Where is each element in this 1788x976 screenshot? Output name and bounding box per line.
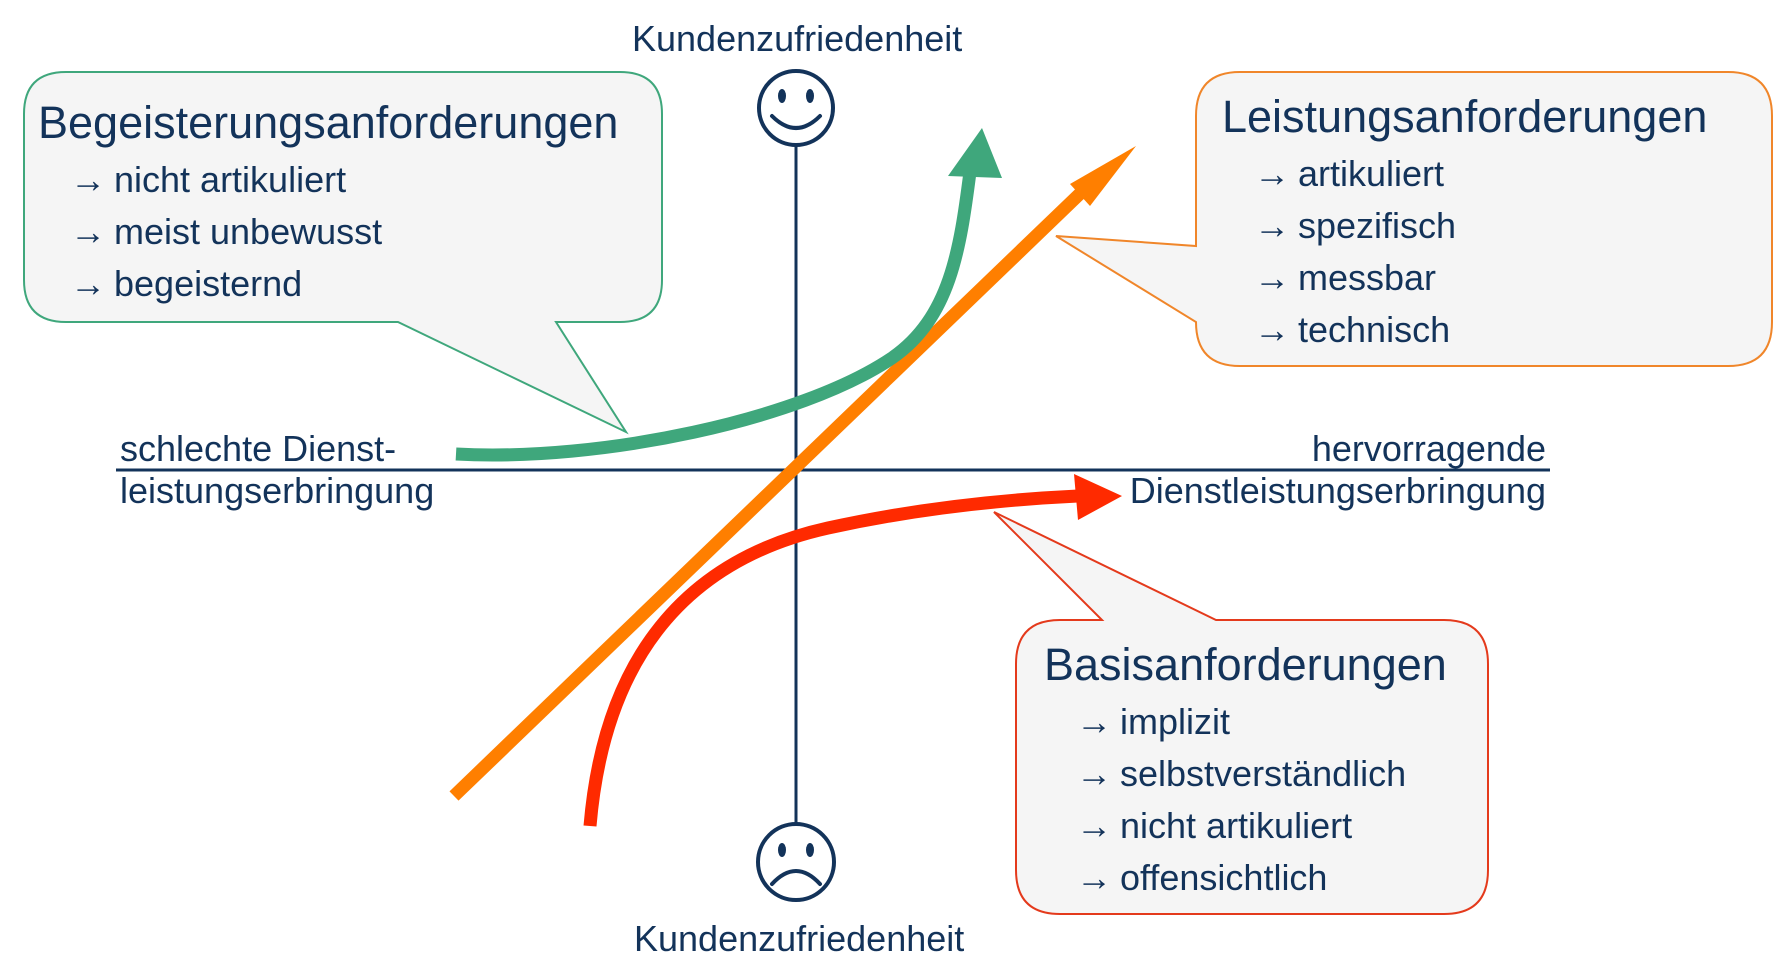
list-item: →nicht artikuliert (1076, 800, 1406, 852)
basis-curve (583, 474, 1122, 827)
arrow-right-icon: → (1076, 805, 1112, 846)
callout-begeisterung-box (23, 71, 663, 435)
x-axis-left-label-line1: schlechte Dienst- (120, 428, 397, 469)
callout-leistung-title: Leistungsanforderungen (1222, 91, 1708, 142)
list-item: →offensichtlich (1076, 852, 1406, 904)
callout-basis-list: →implizit →selbstverständlich →nicht art… (1076, 696, 1406, 904)
begeisterung-curve (455, 128, 1002, 462)
callout-leistung-list: →artikuliert →spezifisch →messbar →techn… (1254, 148, 1456, 356)
callout-basis-box (993, 511, 1489, 915)
callout-leistung-box (1055, 71, 1773, 367)
callout-leistung-shape (1055, 71, 1773, 367)
arrow-right-icon: → (1254, 309, 1290, 350)
list-item: →messbar (1254, 252, 1456, 304)
x-axis-right-label-line1: hervorragende (1311, 428, 1546, 469)
happy-face-icon (757, 69, 835, 147)
arrow-right-icon: → (70, 159, 106, 200)
list-item: →meist unbewusst (70, 206, 382, 258)
leistung-curve (449, 146, 1136, 801)
arrow-right-icon: → (1254, 205, 1290, 246)
arrow-right-icon: → (1254, 153, 1290, 194)
sad-face-icon (756, 822, 836, 902)
callout-begeisterung-shape (23, 71, 663, 435)
list-item: →technisch (1254, 304, 1456, 356)
callout-basis-title: Basisanforderungen (1044, 639, 1447, 690)
arrow-right-icon: → (1076, 857, 1112, 898)
callout-basis-shape (993, 511, 1489, 915)
callout-begeisterung-list: →nicht artikuliert →meist unbewusst →beg… (70, 154, 382, 310)
y-axis-bottom-label: Kundenzufriedenheit (634, 918, 965, 959)
y-axis-top-label: Kundenzufriedenheit (632, 18, 963, 59)
list-item: →implizit (1076, 696, 1406, 748)
arrow-right-icon: → (70, 263, 106, 304)
callout-begeisterung-title: Begeisterungsanforderungen (38, 97, 619, 148)
arrow-right-icon: → (70, 211, 106, 252)
list-item: →spezifisch (1254, 200, 1456, 252)
list-item: →artikuliert (1254, 148, 1456, 200)
x-axis-left-label-line2: leistungserbringung (120, 470, 435, 511)
list-item: →selbstverständlich (1076, 748, 1406, 800)
arrow-right-icon: → (1076, 701, 1112, 742)
list-item: →nicht artikuliert (70, 154, 382, 206)
arrow-right-icon: → (1076, 753, 1112, 794)
arrow-right-icon: → (1254, 257, 1290, 298)
list-item: →begeisternd (70, 258, 382, 310)
x-axis-right-label-line2: Dienstleistungserbringung (1129, 470, 1546, 511)
